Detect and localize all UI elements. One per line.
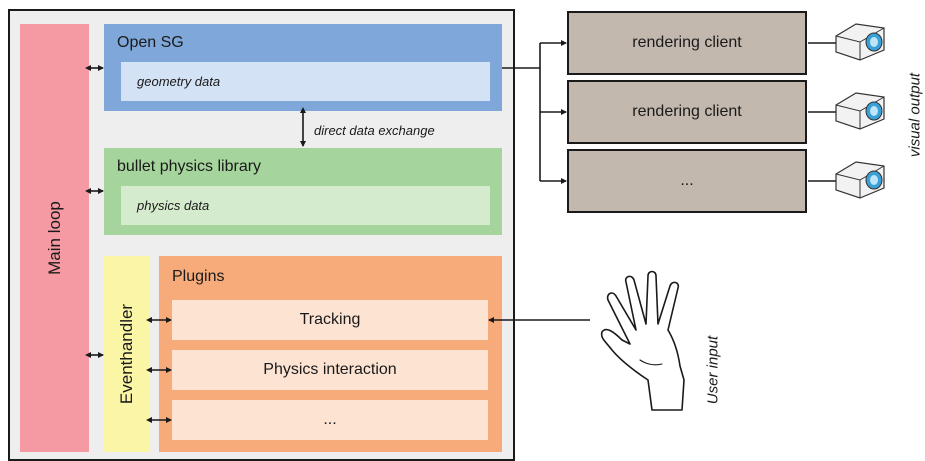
- user-input-wrap: User input: [698, 315, 728, 425]
- rendering-client-2: rendering client: [567, 80, 807, 144]
- open-sg-title: Open SG: [117, 34, 184, 51]
- visual-output-label: visual output: [906, 72, 924, 158]
- main-loop-box: Main loop: [20, 24, 89, 452]
- geometry-data-label: geometry data: [137, 74, 221, 89]
- eventhandler-box: Eventhandler: [104, 256, 150, 452]
- user-input-label: User input: [704, 335, 722, 405]
- bullet-physics-title: bullet physics library: [117, 158, 262, 175]
- plugins-title: Plugins: [172, 268, 225, 285]
- physics-data-label: physics data: [137, 198, 210, 213]
- projector-icon: [835, 161, 885, 199]
- rendering-client-more: ...: [567, 149, 807, 213]
- rendering-client-1: rendering client: [567, 11, 807, 75]
- geometry-data-box: geometry data: [121, 62, 490, 101]
- data-exchange-label: direct data exchange: [314, 123, 435, 138]
- plugin-more: ...: [172, 400, 488, 440]
- projector-icon: [835, 92, 885, 130]
- physics-data-box: physics data: [121, 186, 490, 225]
- plugin-physics-interaction: Physics interaction: [172, 350, 488, 390]
- plugin-tracking: Tracking: [172, 300, 488, 340]
- projector-icon: [835, 23, 885, 61]
- hand-icon: [600, 270, 685, 411]
- visual-output-wrap: visual output: [900, 50, 925, 180]
